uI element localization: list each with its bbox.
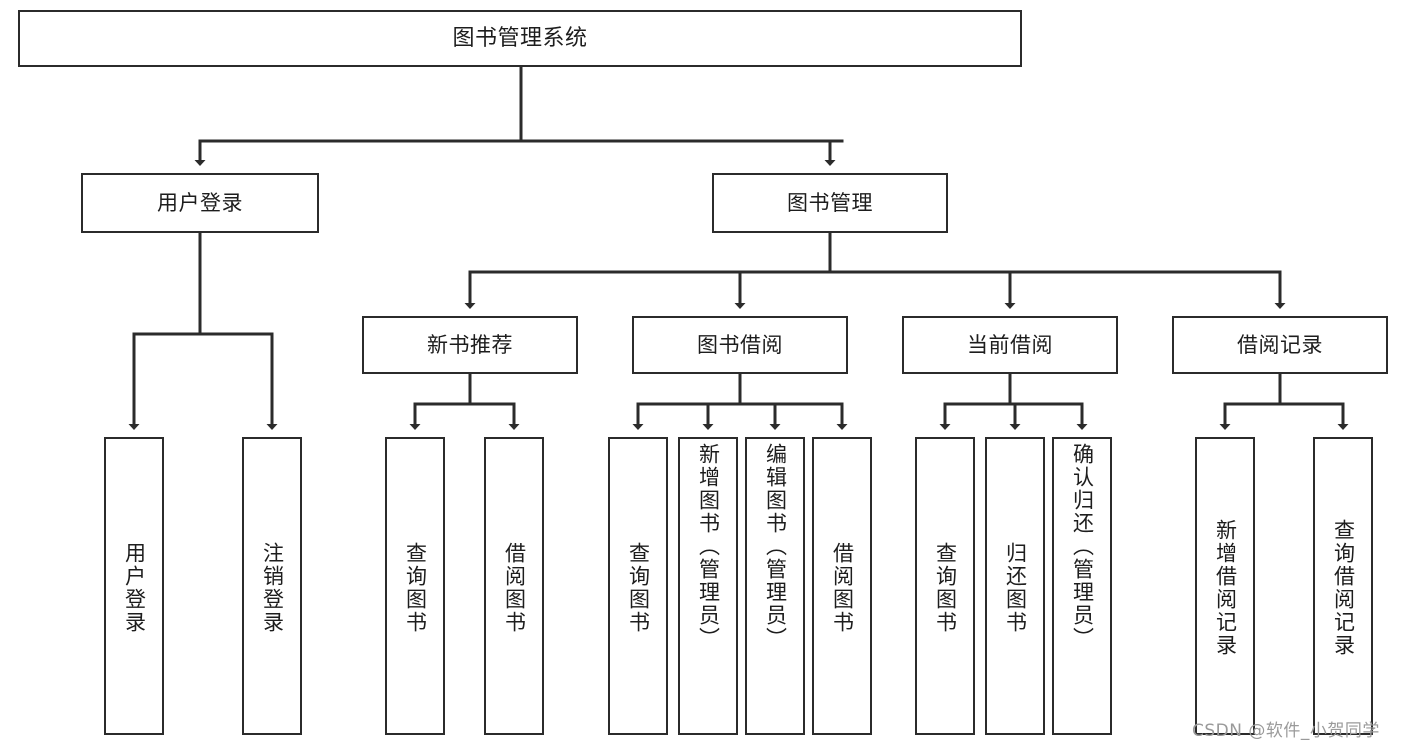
node-book-borrow-label: 图书借阅 (697, 332, 783, 357)
node-borrow-record-label: 借阅记录 (1237, 332, 1323, 357)
node-leaf-borrow-book-2[interactable]: 借阅图书 (812, 437, 872, 735)
node-root-label: 图书管理系统 (452, 25, 588, 51)
node-leaf-edit-book-admin-label: 编辑图书（管理员） (763, 443, 788, 650)
node-leaf-add-borrow-record[interactable]: 新增借阅记录 (1195, 437, 1255, 735)
node-leaf-query-borrow-record-label: 查询借阅记录 (1331, 519, 1356, 657)
node-leaf-query-book-2-label: 查询图书 (626, 542, 651, 634)
node-leaf-borrow-book-2-label: 借阅图书 (830, 542, 855, 634)
node-leaf-add-book-admin[interactable]: 新增图书（管理员） (678, 437, 738, 735)
node-leaf-query-book-1[interactable]: 查询图书 (385, 437, 445, 735)
node-leaf-return-book[interactable]: 归还图书 (985, 437, 1045, 735)
node-leaf-confirm-return-admin-label: 确认归还（管理员） (1070, 443, 1095, 650)
csdn-watermark: CSDN @软件_小贺同学 (1192, 721, 1380, 741)
node-current-borrow[interactable]: 当前借阅 (902, 316, 1118, 374)
node-leaf-borrow-book-1-label: 借阅图书 (502, 542, 527, 634)
node-leaf-edit-book-admin[interactable]: 编辑图书（管理员） (745, 437, 805, 735)
node-leaf-query-book-2[interactable]: 查询图书 (608, 437, 668, 735)
node-new-book-recommend[interactable]: 新书推荐 (362, 316, 578, 374)
node-leaf-user-logout-label: 注销登录 (260, 542, 285, 634)
node-current-borrow-label: 当前借阅 (967, 332, 1053, 357)
node-new-book-recommend-label: 新书推荐 (427, 332, 513, 357)
node-leaf-return-book-label: 归还图书 (1003, 542, 1028, 634)
node-book-borrow[interactable]: 图书借阅 (632, 316, 848, 374)
node-book-manage-label: 图书管理 (787, 190, 873, 215)
node-leaf-borrow-book-1[interactable]: 借阅图书 (484, 437, 544, 735)
node-leaf-query-borrow-record[interactable]: 查询借阅记录 (1313, 437, 1373, 735)
node-leaf-query-book-1-label: 查询图书 (403, 542, 428, 634)
node-user-login[interactable]: 用户登录 (81, 173, 319, 233)
node-leaf-query-book-3-label: 查询图书 (933, 542, 958, 634)
node-leaf-add-book-admin-label: 新增图书（管理员） (696, 443, 721, 650)
node-leaf-user-login-label: 用户登录 (122, 542, 147, 634)
node-root[interactable]: 图书管理系统 (18, 10, 1022, 67)
node-borrow-record[interactable]: 借阅记录 (1172, 316, 1388, 374)
node-leaf-user-logout[interactable]: 注销登录 (242, 437, 302, 735)
node-book-manage[interactable]: 图书管理 (712, 173, 948, 233)
node-user-login-label: 用户登录 (157, 190, 243, 215)
node-leaf-add-borrow-record-label: 新增借阅记录 (1213, 519, 1238, 657)
node-leaf-user-login[interactable]: 用户登录 (104, 437, 164, 735)
node-leaf-confirm-return-admin[interactable]: 确认归还（管理员） (1052, 437, 1112, 735)
node-leaf-query-book-3[interactable]: 查询图书 (915, 437, 975, 735)
